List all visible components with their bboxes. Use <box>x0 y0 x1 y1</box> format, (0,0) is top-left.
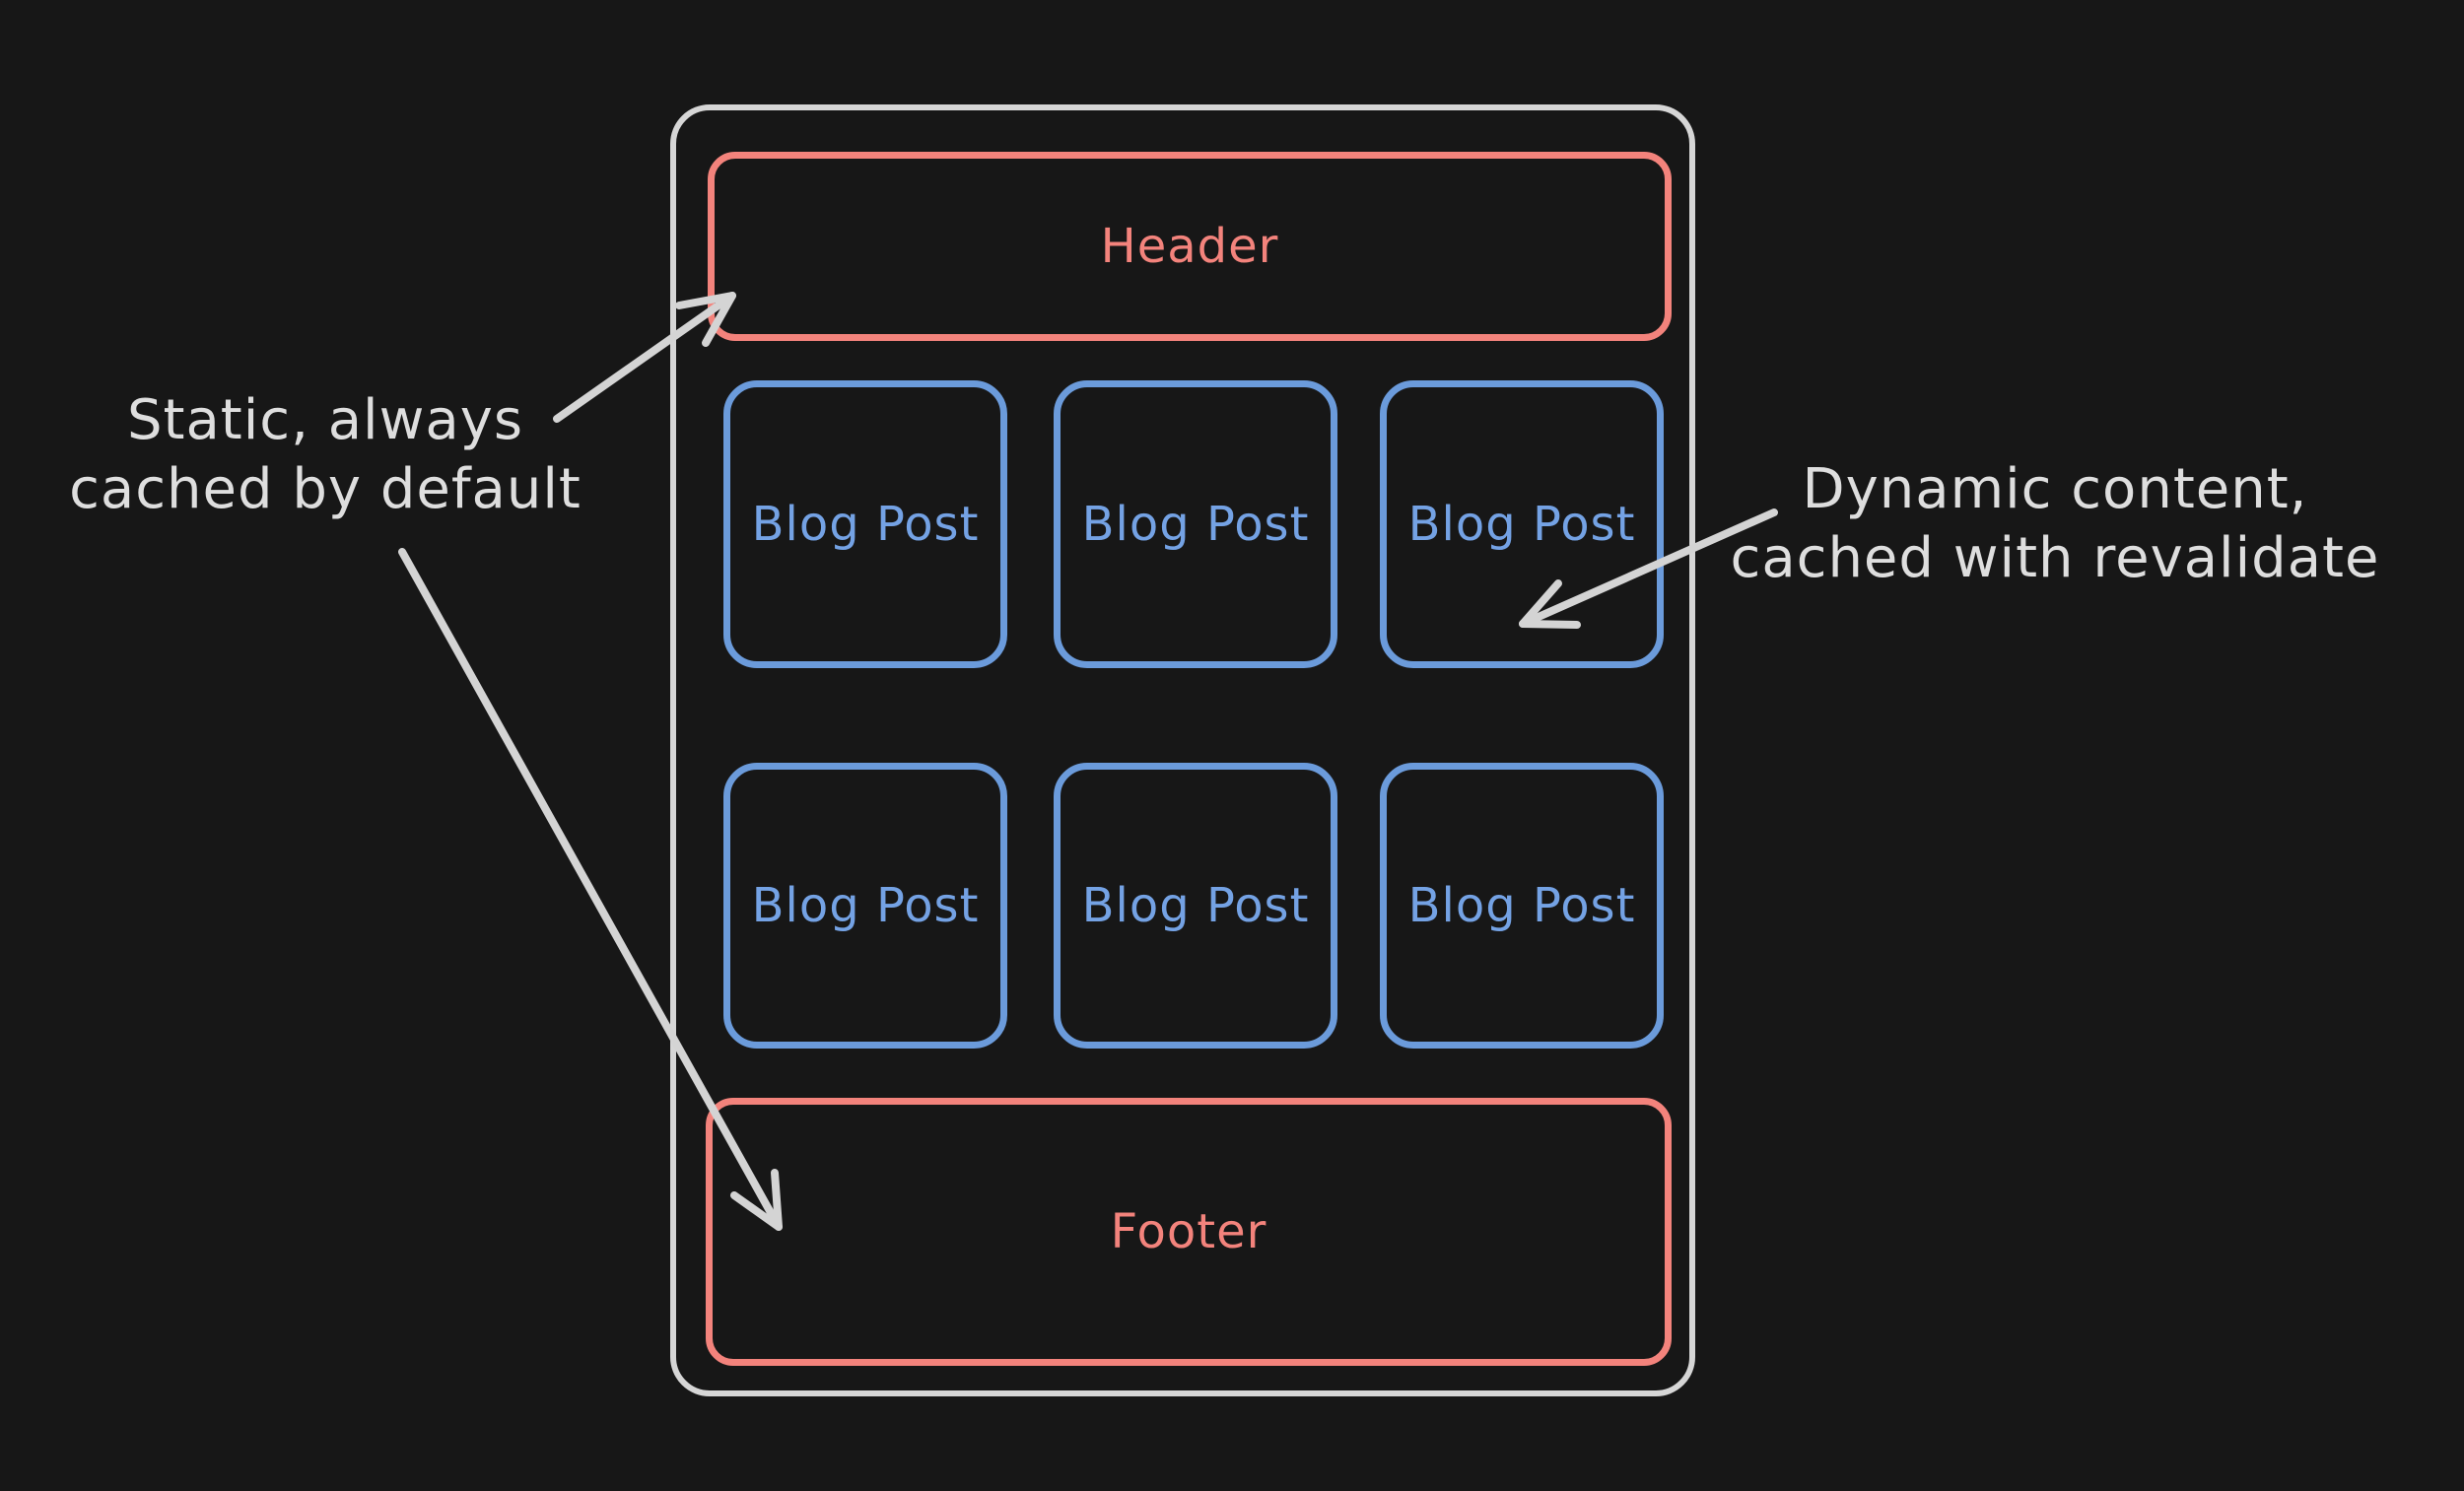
page-frame: Header Blog Post Blog Post Blog Post Blo… <box>670 104 1695 1396</box>
static-cache-annotation-line2: cached by default <box>69 457 582 521</box>
blog-post-box-4: Blog Post <box>723 763 1007 1049</box>
blog-post-box-2: Blog Post <box>1054 380 1337 668</box>
blog-post-label: Blog Post <box>751 878 980 933</box>
blog-post-box-3: Blog Post <box>1380 380 1664 668</box>
blog-post-label: Blog Post <box>1081 497 1310 552</box>
static-cache-annotation: Static, always cached by default <box>59 386 591 524</box>
footer-label: Footer <box>1110 1204 1267 1259</box>
blog-post-box-5: Blog Post <box>1054 763 1337 1049</box>
footer-box: Footer <box>706 1098 1672 1366</box>
blog-post-box-1: Blog Post <box>723 380 1007 668</box>
header-box: Header <box>708 152 1672 341</box>
blog-post-label: Blog Post <box>1081 878 1310 933</box>
blog-post-label: Blog Post <box>751 497 980 552</box>
static-cache-annotation-line1: Static, always <box>126 388 524 452</box>
header-label: Header <box>1100 219 1279 274</box>
blog-post-label: Blog Post <box>1407 497 1636 552</box>
dynamic-cache-annotation-line1: Dynamic content, <box>1802 457 2308 521</box>
dynamic-cache-annotation-line2: cached with revalidate <box>1730 526 2380 590</box>
blog-post-label: Blog Post <box>1407 878 1636 933</box>
blog-post-box-6: Blog Post <box>1380 763 1664 1049</box>
dynamic-cache-annotation: Dynamic content, cached with revalidate <box>1730 455 2380 593</box>
